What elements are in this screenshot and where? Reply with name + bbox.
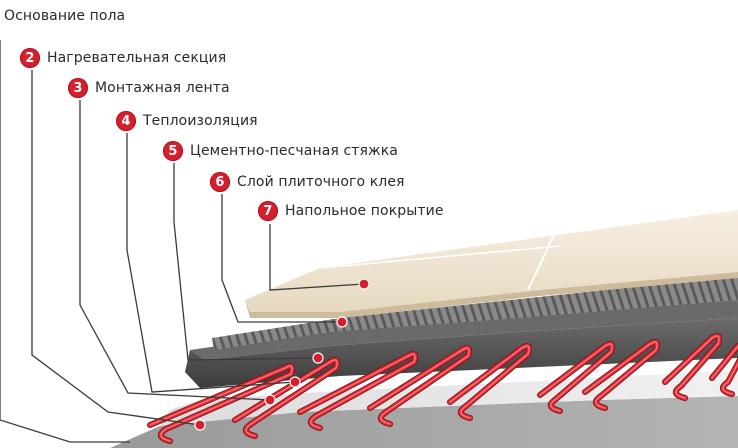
tile-seam bbox=[527, 221, 561, 291]
layer-label-text: Основание пола bbox=[4, 8, 126, 24]
heating-cable-loop bbox=[664, 335, 720, 399]
pointer-dot bbox=[194, 419, 206, 431]
leader-line-2 bbox=[31, 70, 201, 426]
leader-line-6 bbox=[221, 194, 342, 323]
layer-number-badge: 6 bbox=[210, 172, 230, 192]
layer-number-badge: 7 bbox=[258, 201, 278, 221]
leader-lines bbox=[0, 40, 370, 443]
tile-seam bbox=[319, 245, 561, 269]
screed-top bbox=[190, 300, 738, 360]
heating-cable-loop bbox=[539, 343, 613, 412]
layer-label-1: Основание пола bbox=[4, 8, 125, 24]
layer-label-text: Слой плиточного клея bbox=[237, 174, 405, 190]
leader-line-7 bbox=[269, 224, 365, 291]
layer-number-badge: 3 bbox=[68, 78, 88, 98]
base-slab bbox=[110, 396, 738, 448]
pointer-dot bbox=[336, 316, 348, 328]
layer-label-text: Напольное покрытие bbox=[285, 203, 444, 219]
leader-line-1 bbox=[0, 40, 130, 443]
layer-label-3: 3 Монтажная лента bbox=[68, 78, 230, 98]
tile-edge bbox=[245, 272, 738, 318]
adhesive-layer bbox=[212, 276, 738, 350]
heating-cable-loop bbox=[711, 345, 738, 395]
heating-cable-loop bbox=[299, 353, 416, 429]
heating-cable bbox=[147, 333, 738, 444]
layer-number-badge: 2 bbox=[20, 48, 40, 68]
pointer-dot bbox=[289, 376, 301, 388]
layer-label-6: 6 Слой плиточного клея bbox=[210, 172, 405, 192]
leader-line-3 bbox=[79, 100, 271, 401]
layer-label-text: Нагревательная секция bbox=[47, 50, 227, 66]
layer-number-badge: 4 bbox=[116, 111, 136, 131]
leader-line-5 bbox=[173, 163, 319, 361]
layer-label-5: 5 Цементно-песчаная стяжка bbox=[163, 141, 398, 161]
heating-cable-loop bbox=[149, 365, 293, 442]
heating-cable-loop bbox=[369, 347, 470, 425]
pointer-dot bbox=[358, 278, 370, 290]
heating-cable-loop bbox=[449, 345, 530, 419]
heating-cable-loop bbox=[234, 359, 338, 437]
heating-cable-loop bbox=[584, 341, 658, 409]
pointer-dot bbox=[312, 352, 324, 364]
layer-label-2: 2 Нагревательная секция bbox=[20, 48, 226, 68]
layer-label-text: Цементно-песчаная стяжка bbox=[190, 143, 398, 159]
layer-label-text: Монтажная лента bbox=[95, 80, 230, 96]
layer-label-text: Теплоизоляция bbox=[143, 113, 258, 129]
layer-number-badge: 5 bbox=[163, 141, 183, 161]
layer-label-4: 4 Теплоизоляция bbox=[116, 111, 258, 131]
layer-label-7: 7 Напольное покрытие bbox=[258, 201, 444, 221]
pointer-dot bbox=[264, 394, 276, 406]
leader-line-4 bbox=[126, 133, 296, 393]
